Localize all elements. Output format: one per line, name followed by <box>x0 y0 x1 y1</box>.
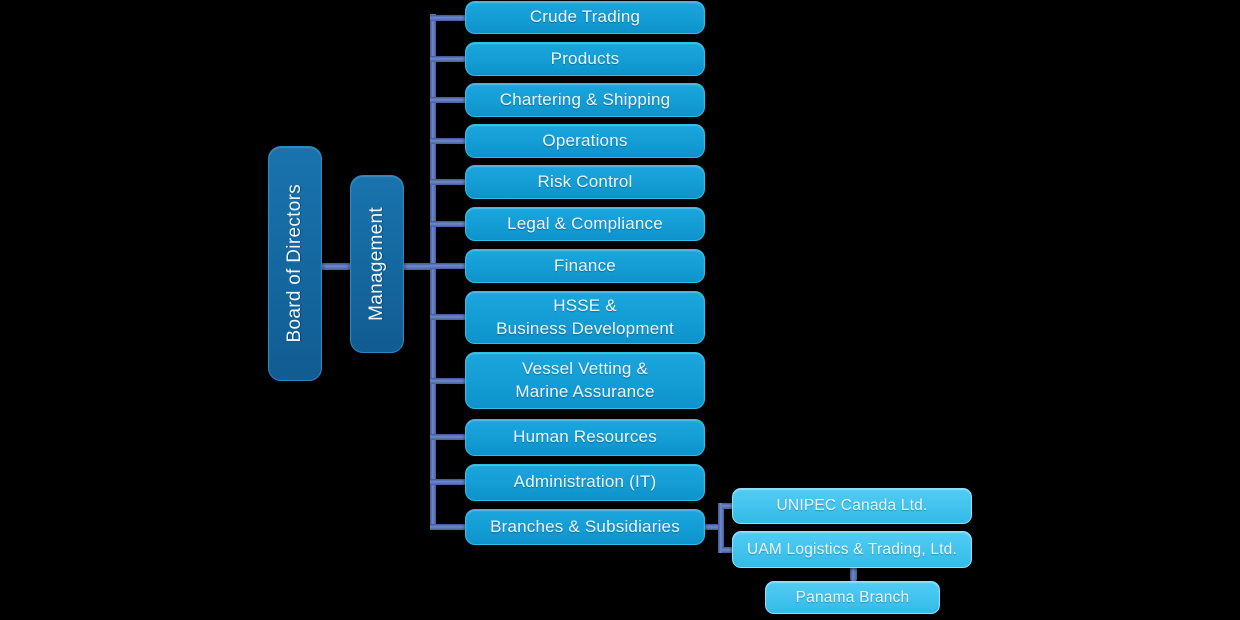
connector-rung <box>430 15 466 21</box>
node-label: HSSE & Business Development <box>496 295 674 338</box>
node-label: Products <box>550 48 620 68</box>
connector-uam-to-panama <box>850 566 857 582</box>
connector-rung <box>430 56 466 62</box>
connector-subsidiaries-bracket <box>718 503 724 553</box>
node-hsse-business-development: HSSE & Business Development <box>465 291 705 344</box>
node-administration-it: Administration (IT) <box>465 464 705 501</box>
node-label: Finance <box>554 255 616 275</box>
node-uam-logistics-trading: UAM Logistics & Trading, Ltd. <box>732 531 972 568</box>
connector-branches-stub <box>704 524 721 530</box>
node-risk-control: Risk Control <box>465 165 705 199</box>
connector-rung <box>430 524 466 530</box>
connector-rung <box>430 221 466 227</box>
node-operations: Operations <box>465 124 705 158</box>
node-label: Vessel Vetting & Marine Assurance <box>515 358 655 401</box>
node-label: Panama Branch <box>795 588 910 606</box>
node-label: Management <box>366 207 387 321</box>
connector-rung <box>430 179 466 185</box>
node-human-resources: Human Resources <box>465 419 705 456</box>
node-vessel-vetting-marine-assurance: Vessel Vetting & Marine Assurance <box>465 352 705 409</box>
connector-rung <box>430 378 466 384</box>
connector-rung <box>430 263 466 269</box>
node-label: Risk Control <box>537 171 633 191</box>
connector-rung <box>430 434 466 440</box>
node-legal-compliance: Legal & Compliance <box>465 207 705 241</box>
node-management: Management <box>350 175 404 353</box>
node-unipec-canada: UNIPEC Canada Ltd. <box>732 488 972 524</box>
node-label: Board of Directors <box>284 184 305 343</box>
node-label: Administration (IT) <box>513 472 657 492</box>
connector-rung <box>430 138 466 144</box>
node-finance: Finance <box>465 249 705 283</box>
node-products: Products <box>465 42 705 76</box>
connector-management-to-spine <box>403 263 432 270</box>
node-label: UAM Logistics & Trading, Ltd. <box>747 540 957 558</box>
connector-uam-stub <box>722 547 733 553</box>
node-panama-branch: Panama Branch <box>765 581 940 614</box>
connector-unipec-stub <box>722 503 733 509</box>
node-board-of-directors: Board of Directors <box>268 146 322 381</box>
connector-rung <box>430 479 466 485</box>
node-label: Legal & Compliance <box>507 213 663 233</box>
node-label: Crude Trading <box>529 7 641 27</box>
node-label: Chartering & Shipping <box>499 89 671 109</box>
node-label: Operations <box>542 130 628 150</box>
node-label: Branches & Subsidiaries <box>490 516 680 536</box>
connector-rung <box>430 314 466 320</box>
node-label: Human Resources <box>513 427 657 447</box>
node-label: UNIPEC Canada Ltd. <box>776 497 928 514</box>
node-chartering-shipping: Chartering & Shipping <box>465 83 705 117</box>
node-crude-trading: Crude Trading <box>465 1 705 34</box>
connector-spine <box>430 14 436 530</box>
node-branches-subsidiaries: Branches & Subsidiaries <box>465 509 705 545</box>
connector-rung <box>430 97 466 103</box>
connector-board-to-management <box>321 263 351 270</box>
